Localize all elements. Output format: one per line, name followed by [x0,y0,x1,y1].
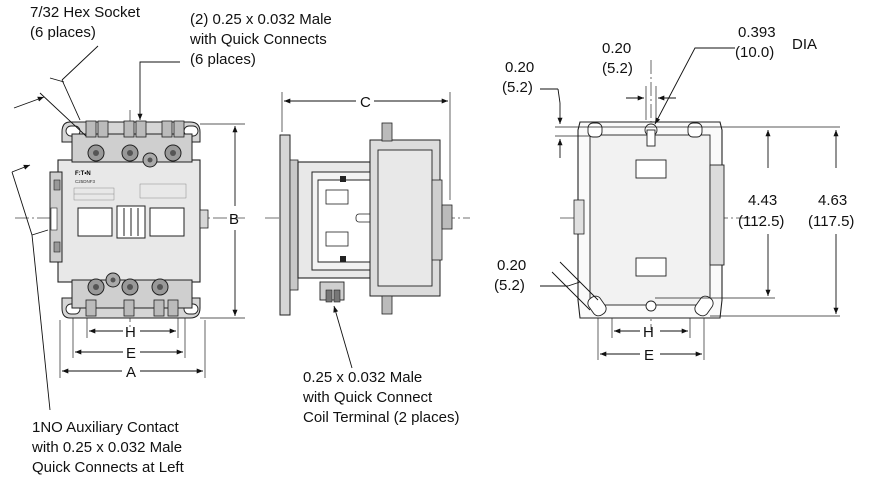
male-qc-line-3: (6 places) [190,51,256,68]
height-inner-mm: (112.5) [738,213,784,230]
dim-c-label: C [360,94,371,111]
coil-terminal-line-1: 0.25 x 0.032 Male [303,369,422,386]
slot-angle-mm: (5.2) [494,277,525,294]
mounting-view [540,47,840,360]
auxiliary-contact [49,171,63,263]
male-qc-line-2: with Quick Connects [189,31,327,48]
mount-dim-e-label: E [644,347,654,364]
aux-contact-line-3: Quick Connects at Left [32,459,185,476]
slot-offset-inch: 0.20 [505,59,534,76]
height-inner-inch: 4.43 [748,192,777,209]
hole-dia-suffix: DIA [792,36,817,53]
aux-contact-line-1: 1NO Auxiliary Contact [32,419,180,436]
dim-h-label: H [125,324,136,341]
callout-hex-socket: 7/32 Hex Socket (6 places) [30,4,141,41]
front-view: F:T•N C25DNF3 B H E [11,45,245,411]
hex-socket-line-1: 7/32 Hex Socket [30,4,141,21]
dim-e-label: E [126,345,136,362]
callout-male-qc: (2) 0.25 x 0.032 Male with Quick Connect… [189,11,332,68]
aux-contact-line-2: with 0.25 x 0.032 Male [31,439,182,456]
eaton-logo: F:T•N [75,171,91,177]
male-qc-line-1: (2) 0.25 x 0.032 Male [190,11,332,28]
top-terminals [85,120,185,168]
dim-a-label: A [126,364,136,381]
slot-offset-mm: (5.2) [502,79,533,96]
model-number: C25DNF3 [75,179,96,184]
mount-dim-h-label: H [643,324,654,341]
height-outer-mm: (117.5) [808,213,854,230]
callout-coil-terminal: 0.25 x 0.032 Male with Quick Connect Coi… [302,369,459,426]
hole-dia-inch: 0.393 [738,24,776,41]
slot-width-mm: (5.2) [602,60,633,77]
hex-socket-line-2: (6 places) [30,24,96,41]
dim-b-label: B [229,211,239,228]
slot-angle-inch: 0.20 [497,257,526,274]
side-view: C [265,92,470,369]
height-outer-inch: 4.63 [818,192,847,209]
coil-terminal-line-3: Coil Terminal (2 places) [303,409,459,426]
callout-aux-contact: 1NO Auxiliary Contact with 0.25 x 0.032 … [31,419,185,476]
bottom-terminals [85,272,179,317]
coil-terminal-line-2: with Quick Connect [302,389,433,406]
hole-dia-mm: (10.0) [735,44,774,61]
slot-width-inch: 0.20 [602,40,631,57]
